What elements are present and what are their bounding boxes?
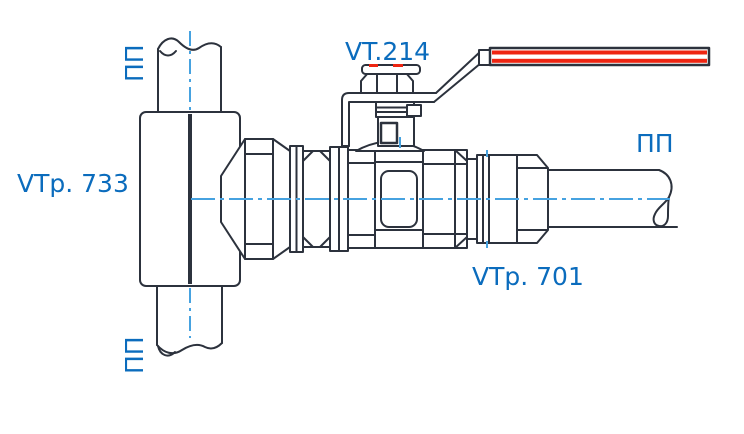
washer-red-mark-left	[369, 64, 378, 67]
pipe-bottom-drawing	[156, 286, 223, 357]
stem-assembly	[341, 64, 437, 152]
nut-left-chamfer-lines	[244, 153, 274, 245]
handle-grip-red-stripe-top	[492, 50, 707, 55]
handle-lever	[433, 46, 711, 103]
pipe-top-break-curl	[159, 50, 177, 57]
pipe-top-break-wave	[157, 37, 222, 51]
label-pipe-material-bottom: ПП	[120, 336, 149, 374]
handle-grip-end-cap	[478, 49, 491, 66]
valve-body-drawing	[347, 149, 468, 249]
compression-nut-left	[220, 138, 291, 260]
handle-grip-red-stripe-bottom	[492, 58, 707, 63]
pipe-right-drawing	[547, 169, 678, 228]
label-fitting-model: VTp. 701	[472, 262, 584, 291]
pipe-top-drawing	[157, 37, 222, 113]
diagram-labels: VTp. 733 VT.214 VTp. 701 ПП ПП ПП	[17, 37, 674, 374]
label-valve-model: VT.214	[345, 37, 430, 66]
handle-bracket-bottom-edge	[348, 101, 435, 147]
ball-chamber-edges	[374, 161, 424, 231]
label-pipe-material-right: ПП	[636, 129, 674, 158]
gland-tab	[406, 104, 422, 117]
pipe-right-break-wave	[652, 169, 673, 228]
washer-red-mark-right	[393, 64, 403, 67]
label-pipe-material-top: ПП	[120, 44, 149, 82]
label-tee-model: VTp. 733	[17, 169, 129, 198]
valve-body-chamfer-lines	[347, 162, 468, 236]
union-chamfer-lines	[302, 150, 331, 248]
stem-nut-facet-lines	[376, 72, 398, 94]
pipe-bottom-break-curl	[157, 345, 176, 357]
stem-washer	[361, 64, 421, 75]
nut-right-chamfer-lines	[516, 167, 548, 231]
stem-nut	[360, 72, 414, 94]
pipe-bottom-break-wave	[156, 342, 223, 355]
handle-arm-lines	[433, 50, 482, 103]
valve-body-outline	[347, 149, 468, 249]
stem-window	[379, 121, 399, 145]
valve-body-corner-chamfers	[454, 149, 468, 249]
handle-bracket-top-edge	[341, 92, 437, 147]
centerlines	[189, 31, 670, 338]
